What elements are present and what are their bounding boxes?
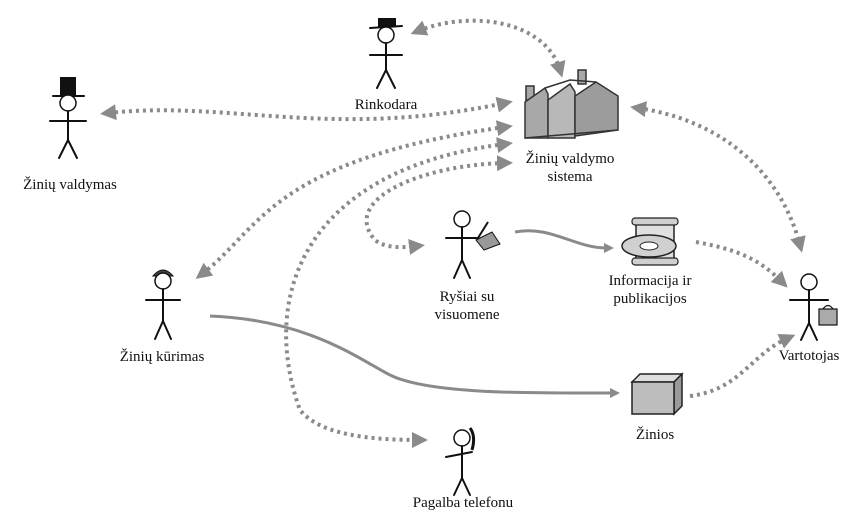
top-hat-icon bbox=[378, 18, 396, 27]
label-informacija-line1: Informacija ir bbox=[608, 273, 692, 289]
arrow-rysiai-sistema bbox=[364, 155, 513, 255]
rysiai-figure bbox=[445, 210, 501, 279]
rinkodara-figure bbox=[369, 18, 403, 89]
arrow-rinkodara-sistema bbox=[410, 18, 566, 78]
label-zinios: Žinios bbox=[635, 427, 675, 443]
label-rysiai-line1: Ryšiai su bbox=[439, 289, 495, 305]
label-ziniu-kurimas: Žinių kūrimas bbox=[119, 349, 205, 365]
arrow-sistema-vartotojas bbox=[630, 101, 806, 253]
label-rinkodara: Rinkodara bbox=[354, 97, 418, 113]
pen-icon bbox=[477, 221, 489, 239]
label-rysiai-line2: visuomene bbox=[434, 307, 500, 323]
label-informacija: Informacija ir publikacijos bbox=[590, 272, 710, 308]
notepad-icon bbox=[475, 231, 501, 251]
arrow-ziniu-kurimas-sistema bbox=[195, 120, 513, 279]
label-vartotojas: Vartotojas bbox=[778, 348, 840, 364]
arrow-pagalba-sistema bbox=[284, 137, 513, 448]
cube-icon bbox=[630, 372, 684, 416]
line-rysiai-informacija bbox=[514, 229, 607, 250]
pagalba-figure bbox=[445, 427, 476, 496]
label-sistema-line2: sistema bbox=[547, 169, 593, 185]
label-pagalba: Pagalba telefonu bbox=[412, 495, 514, 511]
factory-icon bbox=[524, 69, 619, 139]
line-kurimas-zinios bbox=[209, 314, 613, 395]
arrow-ziniu-valdymas-sistema bbox=[100, 96, 513, 122]
vartotojas-figure bbox=[789, 273, 838, 341]
arrow-zinios-vartotojas bbox=[689, 333, 796, 398]
publication-icon bbox=[621, 217, 679, 266]
arrowhead-zinios bbox=[610, 388, 620, 398]
label-ziniu-valdymas: Žinių valdymas bbox=[23, 177, 117, 193]
ziniu-kurimas-figure bbox=[145, 269, 181, 340]
phone-icon bbox=[468, 427, 476, 451]
label-sistema: Žinių valdymo sistema bbox=[510, 150, 630, 186]
label-sistema-line1: Žinių valdymo bbox=[525, 151, 615, 167]
label-rysiai: Ryšiai su visuomene bbox=[412, 288, 522, 324]
arrowhead-informacija bbox=[604, 243, 614, 253]
shopping-bag-icon bbox=[818, 308, 838, 326]
label-informacija-line2: publikacijos bbox=[613, 291, 687, 307]
connectors bbox=[100, 18, 806, 448]
top-hat-icon bbox=[60, 77, 76, 95]
ziniu-valdymas-figure bbox=[49, 77, 87, 159]
